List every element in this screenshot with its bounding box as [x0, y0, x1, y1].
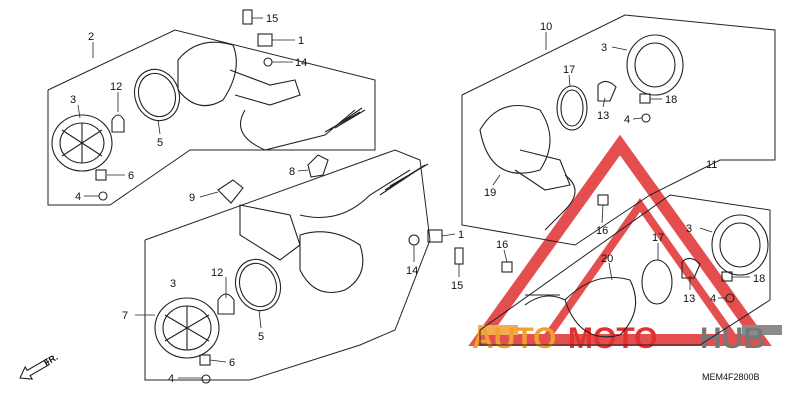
bolt-15b — [454, 247, 464, 265]
group-box-7 — [144, 149, 431, 381]
group-box-10 — [461, 14, 776, 246]
callout-1b: 1 — [458, 229, 464, 241]
callout-3a: 3 — [70, 94, 76, 106]
callout-10: 10 — [540, 21, 552, 33]
group-box-11 — [479, 194, 771, 346]
callout-4a: 4 — [75, 191, 81, 203]
wire-harness-b — [299, 169, 411, 219]
bracket-1a — [257, 33, 273, 47]
callout-3c: 3 — [601, 42, 607, 54]
callout-4b: 4 — [168, 373, 174, 385]
screw-4a — [98, 191, 108, 201]
lens-3d — [711, 214, 769, 276]
lens-3a — [51, 114, 113, 172]
callout-6b: 6 — [229, 357, 235, 369]
callout-13b: 13 — [683, 293, 695, 305]
wire-harness-c — [544, 174, 576, 231]
callout-16b: 16 — [496, 239, 508, 251]
gasket-17b — [641, 259, 673, 305]
callout-16a: 16 — [596, 225, 608, 237]
turn-signal-assembly-2 — [51, 9, 366, 201]
housing-7 — [299, 231, 364, 294]
callout-15a: 15 — [266, 13, 278, 25]
turn-signal-assembly-10 — [479, 34, 684, 231]
washer-14a — [263, 57, 273, 67]
bulb-13b — [681, 257, 701, 279]
callout-14b: 14 — [406, 265, 418, 277]
gasket-5b — [234, 258, 282, 312]
callout-12b: 12 — [211, 267, 223, 279]
callout-4c: 4 — [624, 114, 630, 126]
callout-17b: 17 — [652, 232, 664, 244]
housing-2 — [177, 41, 237, 107]
clip-8 — [307, 154, 329, 178]
callout-11: 11 — [706, 159, 717, 171]
bulb-12a — [111, 114, 125, 133]
callout-3d: 3 — [686, 223, 692, 235]
callout-5a: 5 — [157, 137, 163, 149]
front-direction-arrow — [19, 358, 50, 380]
screw-4c — [641, 113, 651, 123]
callout-18b: 18 — [753, 273, 765, 285]
watermark-text-auto: AUTO — [472, 322, 556, 355]
nut-6b — [199, 354, 211, 366]
front-direction-label: FR. — [42, 352, 60, 368]
callout-7: 7 — [122, 310, 128, 322]
nut-18b — [721, 271, 733, 282]
callout-20: 20 — [601, 253, 613, 265]
nut-6a — [95, 169, 107, 181]
leader-lines — [77, 17, 750, 379]
turn-signal-assembly-7 — [154, 163, 464, 384]
watermark-text-moto: MOTO — [568, 322, 657, 355]
callout-4d: 4 — [710, 293, 716, 305]
callout-14a: 14 — [295, 57, 307, 69]
grommet-16b — [501, 261, 513, 273]
bulb-13a — [597, 80, 617, 102]
wire-harness-d — [524, 294, 566, 306]
callout-17a: 17 — [563, 64, 575, 76]
callout-19: 19 — [484, 187, 496, 199]
lens-3b — [154, 297, 220, 359]
lens-3c — [626, 34, 684, 96]
callout-9: 9 — [189, 192, 195, 204]
wire-harness-a — [240, 109, 356, 151]
washer-14b — [408, 234, 420, 246]
bulb-12b — [217, 293, 235, 315]
callout-8: 8 — [289, 166, 295, 178]
callout-1a: 1 — [298, 35, 304, 47]
watermark-logo — [468, 134, 782, 346]
callout-3b: 3 — [170, 278, 176, 290]
diagram-code: MEM4F2800B — [702, 372, 760, 382]
clip-9 — [217, 179, 244, 204]
callout-5b: 5 — [258, 331, 264, 343]
callout-13a: 13 — [597, 110, 609, 122]
callout-15b: 15 — [451, 280, 463, 292]
housing-19 — [479, 105, 551, 174]
bolt-15a — [242, 9, 253, 25]
callout-2: 2 — [88, 31, 94, 43]
nut-18a — [639, 93, 651, 104]
housing-20 — [564, 276, 637, 338]
callout-12a: 12 — [110, 81, 122, 93]
callout-6a: 6 — [128, 170, 134, 182]
callout-18a: 18 — [665, 94, 677, 106]
grommet-16a — [597, 194, 609, 206]
group-box-2 — [47, 29, 376, 206]
gasket-17a — [556, 85, 588, 131]
screw-4b — [201, 374, 211, 384]
